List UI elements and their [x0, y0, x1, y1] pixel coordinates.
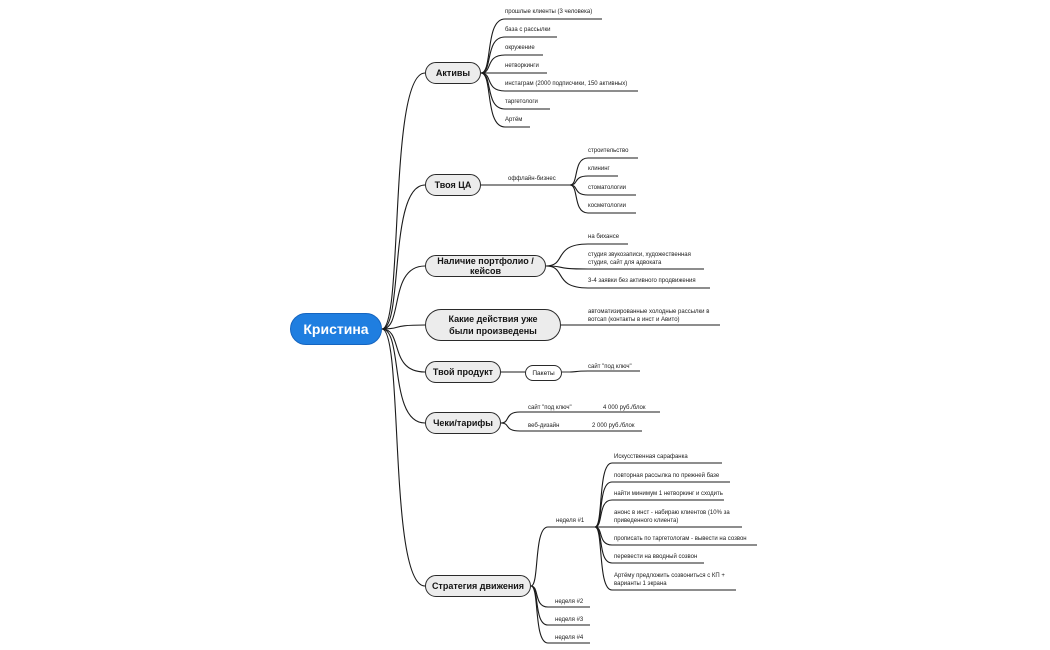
- category-pricing[interactable]: Чеки/тарифы: [425, 412, 501, 434]
- week1-item[interactable]: Искусственная сарафанка: [614, 454, 688, 460]
- connector-line: [480, 36, 506, 74]
- product-packages-node[interactable]: Пакеты: [525, 365, 562, 381]
- connector-line: [480, 72, 506, 128]
- category-audience[interactable]: Твоя ЦА: [425, 174, 481, 196]
- connector-line: [530, 585, 549, 626]
- connector-line: [594, 499, 613, 528]
- connector-line: [381, 72, 426, 330]
- strategy-week[interactable]: неделя #2: [555, 599, 584, 605]
- pricing-name[interactable]: сайт "под ключ": [528, 405, 572, 411]
- connector-line: [594, 526, 613, 591]
- audience-item[interactable]: строительство: [588, 148, 629, 154]
- category-portfolio[interactable]: Наличие портфолио / кейсов: [425, 255, 546, 277]
- connector-line: [530, 585, 549, 644]
- connector-line: [381, 328, 426, 587]
- pricing-name[interactable]: веб-дизайн: [528, 423, 560, 429]
- strategy-week[interactable]: неделя #4: [555, 635, 584, 641]
- connector-line: [594, 481, 613, 528]
- portfolio-item[interactable]: на бихансе: [588, 234, 620, 240]
- connector-line: [594, 462, 613, 528]
- connector-line: [545, 243, 589, 267]
- root-node[interactable]: Кристина: [290, 313, 382, 345]
- assets-item[interactable]: таргетологи: [505, 99, 538, 105]
- assets-item[interactable]: прошлые клиенты (3 человека): [505, 9, 593, 15]
- connector-line: [381, 265, 426, 330]
- category-assets[interactable]: Активы: [425, 62, 481, 84]
- strategy-week[interactable]: неделя #3: [555, 617, 584, 623]
- week1-item[interactable]: повторная рассылка по прежней базе: [614, 473, 720, 479]
- connector-line: [381, 328, 426, 424]
- pricing-price[interactable]: 4 000 руб./блок: [603, 405, 646, 411]
- category-strategy[interactable]: Стратегия движения: [425, 575, 531, 597]
- actions-item[interactable]: автоматизированные холодные рассылки в в…: [588, 309, 710, 323]
- category-actions[interactable]: Какие действия уже были произведены: [425, 309, 561, 341]
- connector-line: [569, 370, 589, 373]
- portfolio-item[interactable]: студия звукозаписи, художественная студи…: [588, 252, 691, 266]
- audience-sub-label[interactable]: оффлайн-бизнес: [508, 176, 556, 182]
- assets-item[interactable]: окружение: [505, 45, 535, 51]
- connector-line: [530, 526, 549, 587]
- assets-item[interactable]: нетворкинги: [505, 63, 539, 69]
- connector-line: [545, 265, 589, 289]
- assets-item[interactable]: инстаграм (2000 подписчики, 150 активных…: [505, 81, 628, 87]
- connector-line: [569, 157, 589, 186]
- audience-item[interactable]: клининг: [588, 166, 610, 172]
- product-item[interactable]: сайт "под ключ": [588, 364, 632, 370]
- connector-line: [500, 422, 521, 432]
- connector-line: [381, 324, 426, 330]
- portfolio-item[interactable]: 3-4 заявки без активного продвижения: [588, 278, 696, 284]
- assets-item[interactable]: Артём: [505, 117, 523, 123]
- connector-line: [381, 184, 426, 330]
- week1-item[interactable]: прописать по таргетологам - вывести на с…: [614, 536, 747, 542]
- connector-line: [569, 184, 589, 214]
- strategy-week[interactable]: неделя #1: [556, 518, 585, 524]
- week1-item[interactable]: анонс в инст - набираю клиентов (10% за …: [614, 510, 730, 524]
- week1-item[interactable]: перевести на вводный созвон: [614, 554, 698, 560]
- category-product[interactable]: Твой продукт: [425, 361, 501, 383]
- week1-item[interactable]: найти минимум 1 нетворкинг и сходить: [614, 491, 723, 497]
- connector-line: [381, 328, 426, 373]
- audience-item[interactable]: косметологии: [588, 203, 626, 209]
- assets-item[interactable]: база с рассылки: [505, 27, 551, 33]
- audience-item[interactable]: стоматологии: [588, 185, 627, 191]
- pricing-price[interactable]: 2 000 руб./блок: [592, 423, 635, 429]
- week1-item[interactable]: Артёму предложить созвониться с КП + вар…: [614, 573, 725, 587]
- connector-line: [500, 411, 521, 424]
